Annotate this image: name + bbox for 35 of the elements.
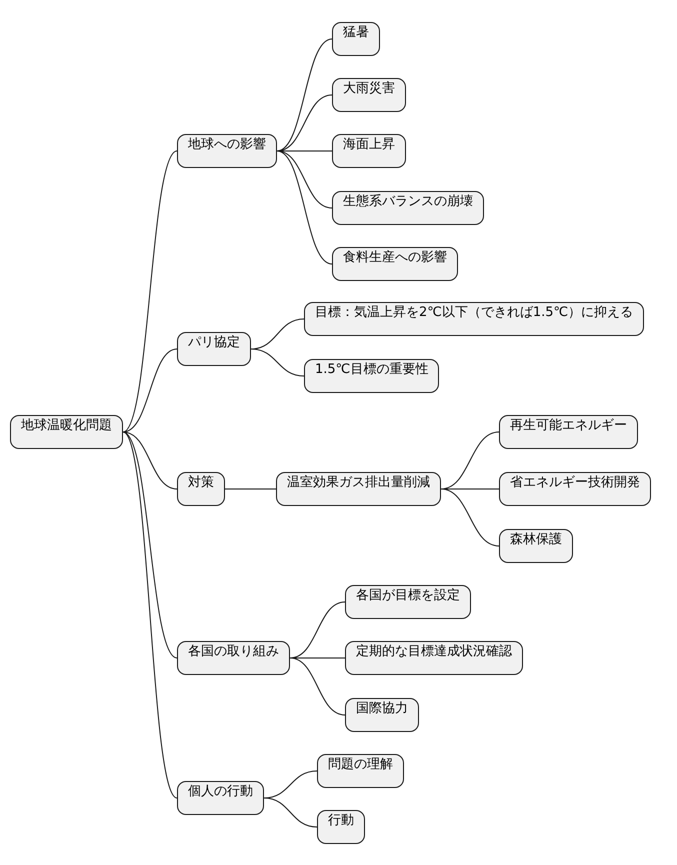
topic-box: 大雨災害 [332,78,406,112]
connector-line [122,432,178,658]
connector-line [122,150,178,432]
topic-box: 国際協力 [345,698,419,732]
topic-box: 行動 [317,810,365,844]
connector-line [224,488,276,490]
topic-box: 各国の取り組み [177,641,290,675]
topic-box: 対策 [177,472,225,506]
connector-line [440,488,500,546]
topic-box: 海面上昇 [332,134,406,168]
topic-box: 省エネルギー技術開発 [499,472,651,506]
connector-line [276,38,332,152]
topic-box: 地球温暖化問題 [10,415,123,449]
topic-box: 森林保護 [499,529,573,563]
topic-box: 1.5℃目標の重要性 [304,359,440,393]
connector-line [276,150,332,264]
topic-box: 個人の行動 [177,781,264,815]
topic-box: 生態系バランスの崩壊 [332,191,484,225]
connector-line [250,348,304,376]
connector-line [122,348,178,432]
connector-line [290,658,346,716]
topic-box: 再生可能エネルギー [499,415,638,449]
connector-line [122,432,178,798]
topic-box: 地球への影響 [177,134,277,168]
topic-box: 問題の理解 [317,754,404,788]
connector-line [264,798,318,828]
topic-box: 食料生産への影響 [332,247,458,281]
topic-box: 猛暑 [332,22,380,56]
connector-line [276,150,332,208]
topic-box: 定期的な目標達成状況確認 [345,641,523,675]
topic-box: 温室効果ガス排出量削減 [276,472,441,506]
topic-box: パリ協定 [177,332,251,366]
connector-line [122,432,178,490]
topic-box: 目標：気温上昇を2℃以下（できれば1.5℃）に抑える [304,302,644,336]
topic-box: 各国が目標を設定 [345,585,471,619]
